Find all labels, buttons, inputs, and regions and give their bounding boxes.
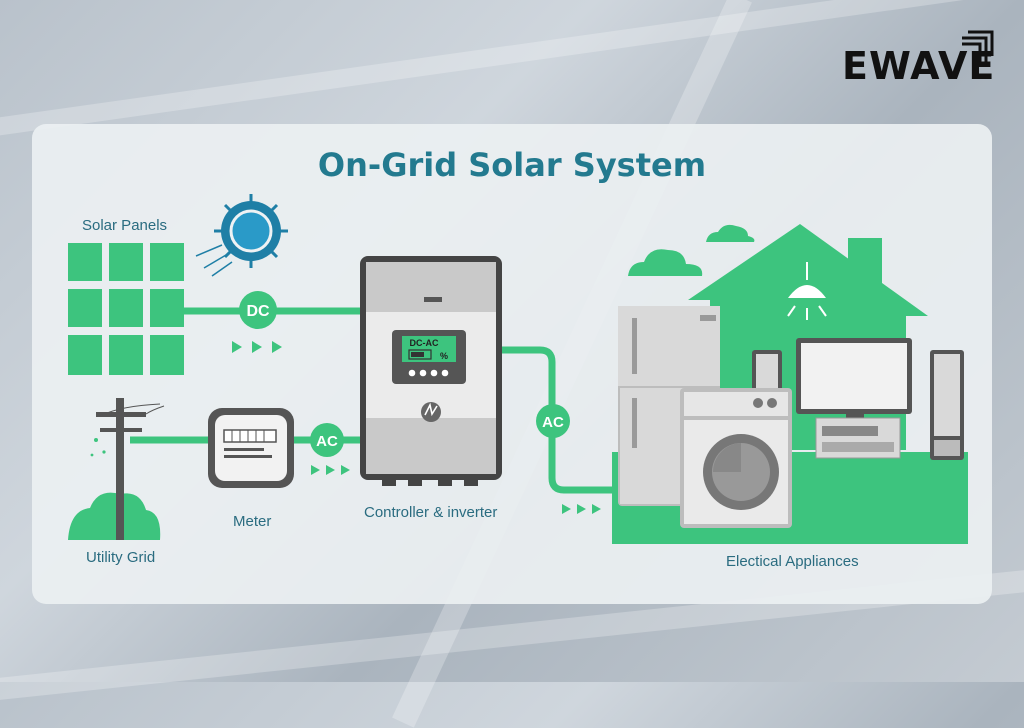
tv-icon xyxy=(796,338,912,420)
sun-rays-arrows xyxy=(195,244,233,277)
meter-label: Meter xyxy=(233,513,272,530)
speaker-right-icon xyxy=(930,350,964,460)
ceiling-lamp-icon xyxy=(787,262,827,320)
cloud-icon xyxy=(628,224,755,276)
inverter-display-unit: % xyxy=(440,351,448,361)
electrical-appliances-label: Electical Appliances xyxy=(726,553,859,570)
tv-cabinet-icon xyxy=(815,417,901,459)
meter-icon xyxy=(208,408,294,488)
ac-badge-meter xyxy=(310,423,344,457)
solar-diagram: DC AC xyxy=(68,194,968,544)
flow-arrows xyxy=(311,465,350,475)
controller-inverter-label: Controller & inverter xyxy=(364,504,498,521)
logo-signal-icon xyxy=(962,30,994,62)
ac-badge-appliances xyxy=(536,404,570,438)
moon-stars-icon xyxy=(76,430,106,457)
utility-pole-icon xyxy=(68,398,165,540)
flow-arrows xyxy=(232,341,282,353)
ac-badge-meter-label: AC xyxy=(316,433,338,450)
ac-badge-appliances-label: AC xyxy=(542,414,564,431)
flow-arrows xyxy=(562,504,601,514)
brand-logo: EWAVE xyxy=(842,44,996,88)
dc-badge-label: DC xyxy=(246,303,270,320)
speaker-left-icon xyxy=(752,350,782,400)
sun-icon xyxy=(214,194,288,268)
inverter-display-mode: DC-AC xyxy=(410,338,439,348)
washing-machine-icon xyxy=(680,388,792,528)
dc-badge xyxy=(239,291,277,329)
solar-panel-grid xyxy=(68,243,184,375)
inverter-icon xyxy=(360,256,502,486)
utility-grid-label: Utility Grid xyxy=(86,549,156,566)
page-title: On-Grid Solar System xyxy=(317,146,707,184)
solar-panels-label: Solar Panels xyxy=(82,217,168,234)
